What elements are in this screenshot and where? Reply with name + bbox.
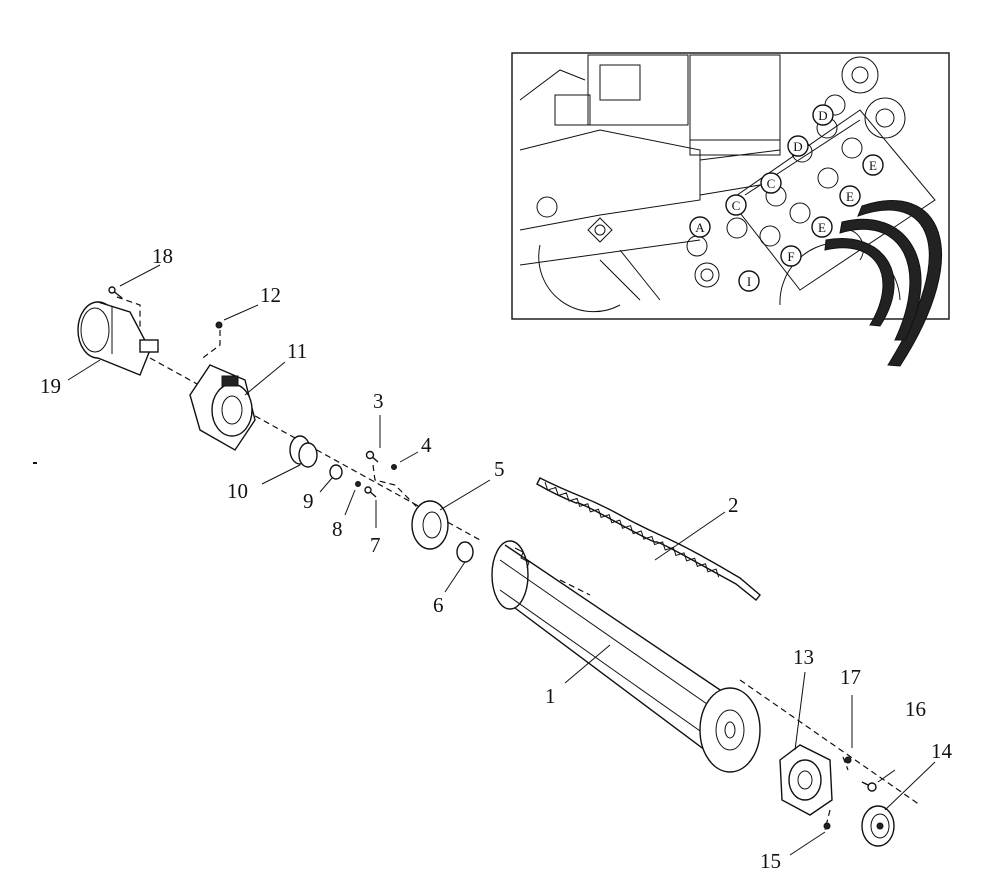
part-12-fitting xyxy=(215,321,223,329)
callout-2: 2 xyxy=(728,493,739,517)
part-2-wiper-strip xyxy=(536,477,761,601)
svg-text:E: E xyxy=(818,220,826,235)
part-4-nut xyxy=(391,464,397,470)
svg-text:E: E xyxy=(869,158,877,173)
letter-marker: C xyxy=(760,172,782,194)
part-18-bolt xyxy=(108,286,123,299)
callout-7: 7 xyxy=(370,533,381,557)
inset-cab xyxy=(587,54,689,126)
flow-arrow-icon xyxy=(839,218,922,341)
svg-text:F: F xyxy=(787,249,794,264)
callout-4: 4 xyxy=(421,433,432,457)
callout-3: 3 xyxy=(373,389,384,413)
letter-marker: F xyxy=(780,245,802,267)
flow-arrow-icon xyxy=(857,200,943,367)
svg-text:C: C xyxy=(767,176,776,191)
callout-9: 9 xyxy=(303,489,314,513)
callout-12: 12 xyxy=(260,283,281,307)
part-13-bearing-housing xyxy=(779,744,833,816)
part-3-bolt xyxy=(365,450,379,463)
svg-text:I: I xyxy=(747,274,751,289)
svg-text:A: A xyxy=(695,220,705,235)
letter-marker: I xyxy=(738,270,760,292)
svg-text:E: E xyxy=(846,189,854,204)
part-8-pin xyxy=(355,481,361,487)
letter-marker: A xyxy=(689,216,711,238)
inset-machine-view: A C C D D E E E F I xyxy=(511,52,950,367)
inset-panel xyxy=(689,54,781,156)
callout-1: 1 xyxy=(545,684,556,708)
leader-lines xyxy=(67,264,936,856)
callout-11: 11 xyxy=(287,339,307,363)
part-16-bolt xyxy=(861,781,877,792)
flow-arrow-icon xyxy=(824,238,895,327)
callout-5: 5 xyxy=(494,457,505,481)
part-10-sprocket xyxy=(289,435,318,468)
svg-text:C: C xyxy=(732,198,741,213)
letter-marker: E xyxy=(839,185,861,207)
part-5-flange xyxy=(411,500,449,550)
letter-marker: C xyxy=(725,194,747,216)
inset-letter-markers: A C C D D E E E F I xyxy=(689,104,884,292)
callout-15: 15 xyxy=(760,849,781,873)
part-1-roller-drum xyxy=(491,540,761,773)
callout-16: 16 xyxy=(905,697,926,721)
callout-6: 6 xyxy=(433,593,444,617)
letter-marker: E xyxy=(862,154,884,176)
stray-mark xyxy=(33,462,37,464)
part-7-bolt xyxy=(364,486,377,498)
callout-13: 13 xyxy=(793,645,814,669)
callout-10: 10 xyxy=(227,479,248,503)
assembly-axis xyxy=(149,357,921,806)
part-14-bearing xyxy=(861,805,895,847)
part-17-fitting xyxy=(844,756,852,764)
inset-frame xyxy=(511,52,950,320)
letter-marker: D xyxy=(812,104,834,126)
part-15-fitting xyxy=(823,822,831,830)
inset-roller-housing xyxy=(729,109,936,291)
callout-19: 19 xyxy=(40,374,61,398)
callout-8: 8 xyxy=(332,517,343,541)
callout-17: 17 xyxy=(840,665,861,689)
part-19-motor xyxy=(77,301,159,376)
callout-14: 14 xyxy=(931,739,953,763)
part-6-ring xyxy=(456,541,474,563)
part-9-washer xyxy=(329,464,343,480)
part-11-housing xyxy=(189,364,256,451)
svg-text:D: D xyxy=(793,139,802,154)
letter-marker: E xyxy=(811,216,833,238)
callout-labels: 1 2 3 4 5 6 7 8 9 10 11 12 13 14 15 16 1… xyxy=(40,244,953,873)
callout-18: 18 xyxy=(152,244,173,268)
svg-text:D: D xyxy=(818,108,827,123)
letter-marker: D xyxy=(787,135,809,157)
